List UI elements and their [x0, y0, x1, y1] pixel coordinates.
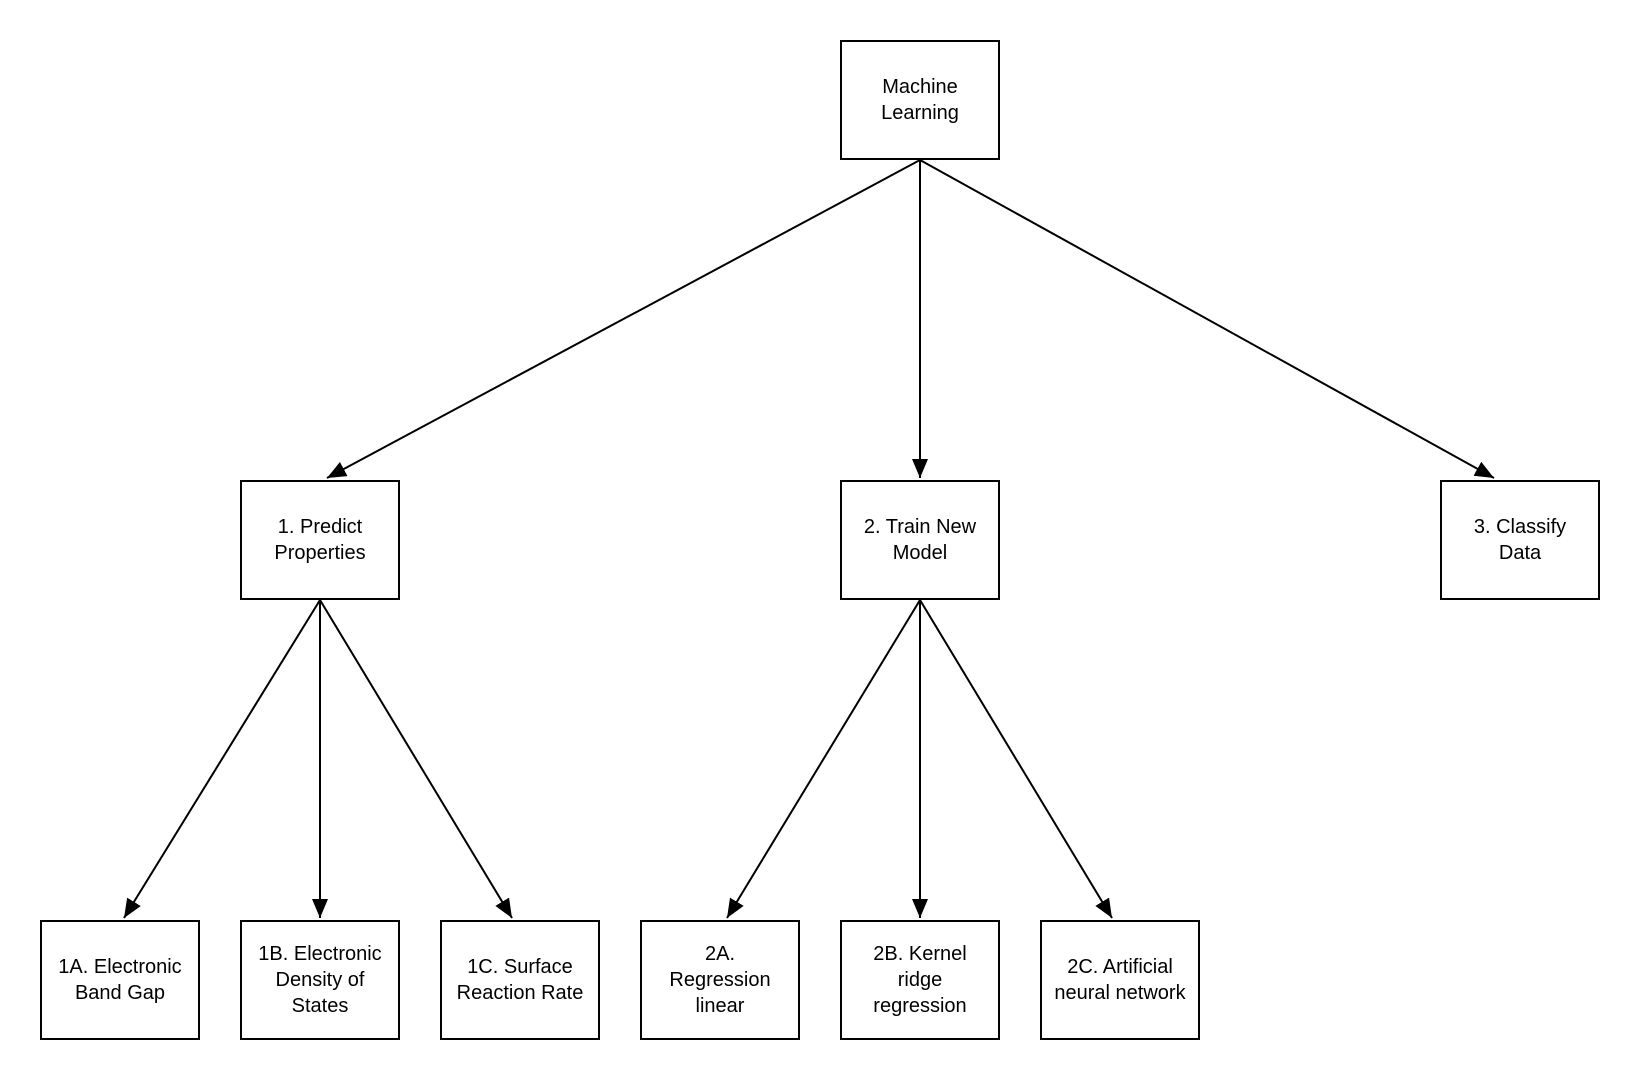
node-label-line: 2B. Kernel — [873, 943, 967, 965]
node-regression-linear: 2A. Regression linear — [640, 920, 800, 1040]
node-label-line: Learning — [881, 102, 959, 124]
node-kernel-ridge-regression: 2B. Kernel ridge regression — [840, 920, 1000, 1040]
node-electronic-density-of-states: 1B. Electronic Density of States — [240, 920, 400, 1040]
node-label-line: 1. Predict — [277, 516, 363, 538]
edge-predict-to-surface-reaction-rate — [319, 599, 513, 919]
node-label-line: neural network — [1054, 982, 1186, 1004]
node-label-line: Regression — [669, 969, 771, 991]
node-label-line: 1B. Electronic — [258, 943, 382, 965]
node-machine-learning: Machine Learning — [840, 40, 1000, 160]
node-label-line: Reaction Rate — [456, 982, 584, 1004]
node-label-line: 1C. Surface — [467, 956, 573, 978]
node-label-line: Data — [1498, 542, 1542, 564]
node-label-line: 2A. — [704, 943, 736, 965]
node-label-line: Model — [892, 542, 948, 564]
node-label-line: 2. Train New — [863, 516, 977, 538]
node-surface-reaction-rate: 1C. Surface Reaction Rate — [440, 920, 600, 1040]
node-electronic-band-gap: 1A. Electronic Band Gap — [40, 920, 200, 1040]
node-label-line: Properties — [274, 542, 366, 564]
edge-predict-to-band-gap — [123, 599, 321, 919]
node-predict-properties: 1. Predict Properties — [240, 480, 400, 600]
edge-root-to-classify-data — [919, 159, 1495, 479]
node-label-line: 2C. Artificial — [1067, 956, 1173, 978]
node-label-line: ridge — [897, 969, 943, 991]
node-artificial-neural-network: 2C. Artificial neural network — [1040, 920, 1200, 1040]
node-label-line: regression — [873, 995, 967, 1017]
node-label-line: 1A. Electronic — [58, 956, 182, 978]
node-train-new-model: 2. Train New Model — [840, 480, 1000, 600]
node-label-line: Density of — [275, 969, 365, 991]
node-label-line: Band Gap — [74, 982, 166, 1004]
node-classify-data: 3. Classify Data — [1440, 480, 1600, 600]
edge-root-to-predict-properties — [326, 159, 921, 479]
node-label-line: 3. Classify — [1473, 516, 1567, 538]
node-label-line: States — [291, 995, 349, 1017]
node-label-line: linear — [695, 995, 745, 1017]
edge-train-to-artificial-neural-network — [919, 599, 1113, 919]
edge-train-to-regression-linear — [726, 599, 921, 919]
node-label-line: Machine — [882, 76, 958, 98]
